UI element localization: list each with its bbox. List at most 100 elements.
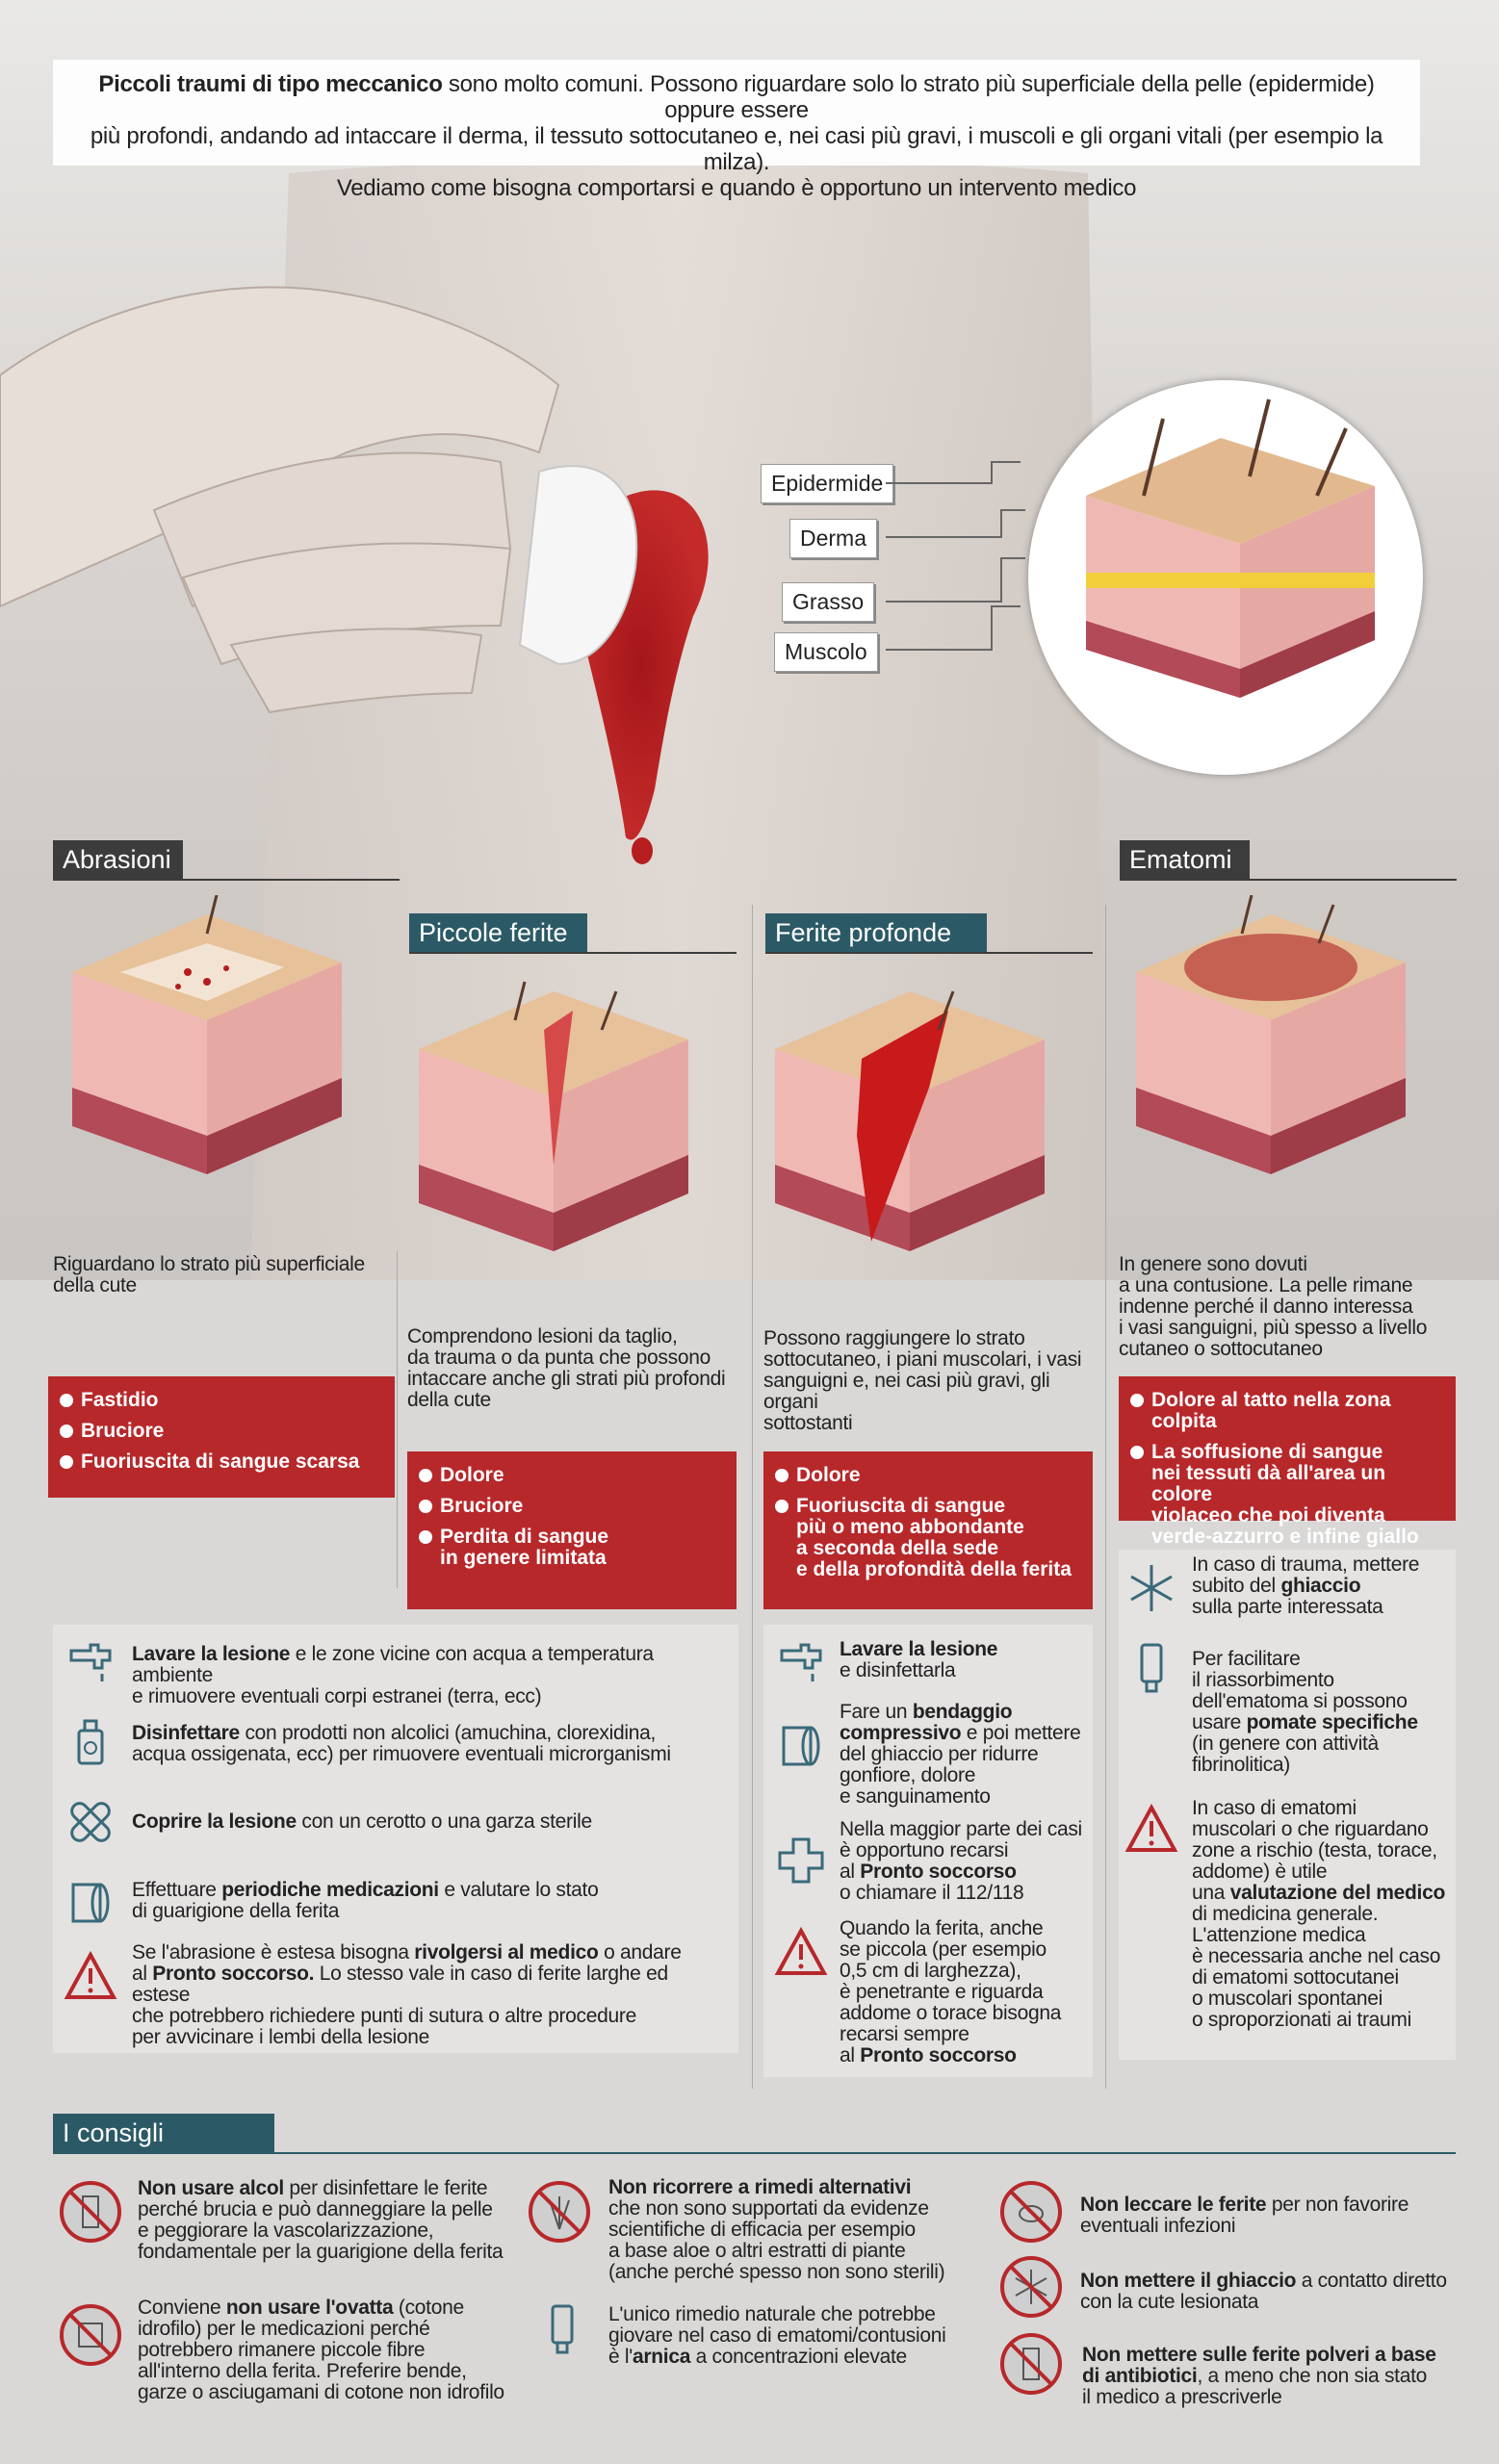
advice-text: al xyxy=(132,1963,153,1985)
advice-text: fondamentale per la guarigione della fer… xyxy=(138,2241,504,2263)
first-aid-cross-icon xyxy=(778,1837,824,1884)
advice-text: di medicina generale. xyxy=(1192,1903,1379,1925)
desc-ematomi-l4: i vasi sanguigni, più spesso a livello xyxy=(1119,1317,1428,1339)
snowflake-icon xyxy=(1130,1565,1173,1611)
skin-layers-circle xyxy=(1028,380,1423,775)
advice-text: Lo stesso vale in caso di ferite larghe … xyxy=(132,1963,668,2006)
desc-profonde-l4: sottostanti xyxy=(763,1412,853,1434)
advice-text: a concentrazioni elevate xyxy=(690,2346,908,2368)
desc-abrasioni-l1: Riguardano lo strato più superficiale xyxy=(53,1253,365,1275)
warning-icon xyxy=(1124,1803,1178,1852)
no-ice-icon xyxy=(1000,2256,1062,2318)
advice-panel-left xyxy=(53,1625,738,2053)
advice-text: sulla parte interessata xyxy=(1192,1596,1383,1618)
advice-bold: arnica xyxy=(633,2346,691,2368)
intro-line1: sono molto comuni. Possono riguardare so… xyxy=(442,71,1375,123)
symptoms-piccole: Dolore Bruciore Perdita di sangue in gen… xyxy=(407,1451,737,1609)
advice-text: potrebbero rimanere piccole fibre xyxy=(138,2339,426,2361)
consiglio-cotton: Conviene non usare l'ovatta (cotone idro… xyxy=(138,2297,523,2403)
intro-bold: Piccoli traumi di tipo meccanico xyxy=(98,71,443,97)
bullet: Dolore xyxy=(796,1464,861,1486)
advice-bold: compressivo xyxy=(840,1722,962,1744)
consiglio-lick: Non leccare le ferite per non favorire e… xyxy=(1080,2194,1465,2237)
advice-text: 0,5 cm di larghezza), xyxy=(840,1960,1021,1982)
warning-icon xyxy=(64,1950,117,1999)
advice-text: con prodotti non alcolici (amuchina, clo… xyxy=(239,1722,657,1744)
advice-bold: Pronto soccorso xyxy=(860,1861,1017,1883)
disinfectant-icon xyxy=(77,1719,104,1765)
desc-ematomi-l2: a una contusione. La pelle rimane xyxy=(1119,1274,1413,1296)
title-ematomi: Ematomi xyxy=(1120,840,1250,879)
advice-text: o chiamare il 112/118 xyxy=(840,1882,1024,1904)
desc-piccole-l2: da trauma o da punta che possono xyxy=(407,1347,711,1369)
advice-bold: Non usare alcol xyxy=(138,2177,284,2199)
advice-text: se piccola (per esempio xyxy=(840,1938,1047,1961)
advice-bold: Pronto soccorso xyxy=(860,2044,1017,2066)
label-derma: Derma xyxy=(789,519,878,558)
advice-text: acqua ossigenata, ecc) per rimuovere eve… xyxy=(132,1743,671,1765)
advice-text: subito del xyxy=(1192,1575,1281,1597)
bullet: Bruciore xyxy=(81,1420,165,1442)
advice-bold: rivolgersi al medico xyxy=(414,1941,599,1964)
title-line-consigli xyxy=(53,2152,1456,2154)
desc-profonde-l3: sanguigni e, nei casi più gravi, gli org… xyxy=(763,1370,1050,1413)
advice-text: e poi mettere xyxy=(961,1722,1081,1744)
advice-text: una xyxy=(1192,1882,1230,1904)
intro-line2: più profondi, andando ad intaccare il de… xyxy=(90,123,1383,175)
warning-icon xyxy=(774,1926,828,1975)
mid-bandage: Fare un bendaggio compressivo e poi mett… xyxy=(840,1702,1092,1808)
advice-text: è penetrante e riguarda xyxy=(840,1981,1044,2003)
desc-profonde: Possono raggiungere lo strato sottocutan… xyxy=(763,1328,1100,1434)
bandage-icon xyxy=(70,1802,111,1842)
advice-bold: Non leccare le ferite xyxy=(1080,2194,1267,2216)
advice-text: , a meno che non sia stato xyxy=(1197,2365,1427,2387)
advice-text: L'attenzione medica xyxy=(1192,1924,1366,1946)
advice-text: L'unico rimedio naturale che potrebbe xyxy=(608,2303,936,2325)
advice-bold: Non mettere il ghiaccio xyxy=(1080,2270,1297,2292)
advice-panel-right xyxy=(1119,1550,1456,2060)
advice-text: dell'ematoma si possono xyxy=(1192,1690,1408,1712)
advice-text: che non sono supportati da evidenze xyxy=(608,2197,929,2220)
consiglio-arnica: L'unico rimedio naturale che potrebbe gi… xyxy=(608,2304,994,2368)
desc-piccole-l1: Comprendono lesioni da taglio, xyxy=(407,1325,678,1348)
desc-abrasioni-l2: della cute xyxy=(53,1274,137,1296)
advice-text: scientifiche di efficacia per esempio xyxy=(608,2219,916,2241)
advice-text: fibrinolitica) xyxy=(1192,1754,1290,1776)
advice-text: In caso di ematomi xyxy=(1192,1797,1357,1819)
separator-1 xyxy=(397,1251,398,1588)
advice-text: a contatto diretto xyxy=(1296,2270,1447,2292)
separator-3 xyxy=(1105,905,1106,2089)
title-line-ematomi xyxy=(1120,879,1457,881)
desc-piccole-l4: della cute xyxy=(407,1389,491,1411)
cube-ferite-profonde xyxy=(775,990,1045,1251)
intro-line3: Vediamo come bisogna comportarsi e quand… xyxy=(336,175,1137,201)
desc-abrasioni: Riguardano lo strato più superficiale de… xyxy=(53,1254,390,1296)
advice-text: gonfiore, dolore xyxy=(840,1764,976,1786)
bullet: Fastidio xyxy=(81,1389,159,1411)
symptoms-abrasioni: Fastidio Bruciore Fuoriuscita di sangue … xyxy=(48,1376,395,1498)
advice-text: e disinfettarla xyxy=(840,1659,956,1681)
advice-text: per non favorire xyxy=(1266,2194,1409,2216)
cube-piccole-ferite xyxy=(419,981,688,1251)
advice-text: In caso di trauma, mettere xyxy=(1192,1553,1420,1576)
advice-text: e le zone vicine con acqua a temperatura… xyxy=(132,1643,654,1686)
advice-bold: Coprire la lesione xyxy=(132,1810,297,1833)
symptoms-ematomi: Dolore al tatto nella zona colpita La so… xyxy=(1119,1376,1456,1548)
desc-ematomi-l3: indenne perché il danno interessa xyxy=(1119,1296,1413,1318)
consiglio-alcohol: Non usare alcol per disinfettare le feri… xyxy=(138,2178,523,2263)
advice-text: e sanguinamento xyxy=(840,1785,991,1808)
consiglio-ice: Non mettere il ghiaccio a contatto diret… xyxy=(1080,2271,1465,2313)
advice-text: o sproporzionati ai traumi xyxy=(1192,2009,1411,2031)
advice-text: e valutare lo stato xyxy=(438,1879,599,1901)
advice-doctor: Se l'abrasione è estesa bisogna rivolger… xyxy=(132,1942,729,2048)
bullet: Fuoriuscita di sangue più o meno abbonda… xyxy=(796,1495,1072,1580)
advice-text: Quando la ferita, anche xyxy=(840,1917,1044,1939)
gauze-roll-icon xyxy=(782,1726,820,1766)
advice-text: perché brucia e può danneggiare la pelle xyxy=(138,2198,493,2220)
advice-text: è opportuno recarsi xyxy=(840,1839,1009,1861)
advice-text: è necessaria anche nel caso xyxy=(1192,1945,1441,1967)
title-line-abrasioni xyxy=(53,879,400,881)
advice-text: all'interno della ferita. Preferire bend… xyxy=(138,2360,467,2382)
mid-penetrating: Quando la ferita, anche se piccola (per … xyxy=(840,1918,1092,2066)
faucet-icon xyxy=(69,1643,112,1681)
